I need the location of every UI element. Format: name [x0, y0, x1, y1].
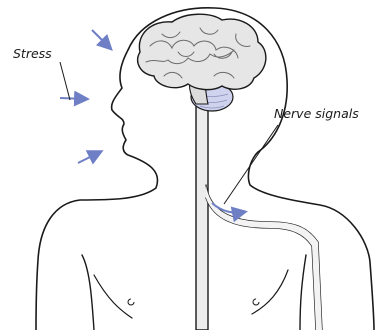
chest-contour-right — [252, 270, 288, 314]
nerve-signals-label: Nerve signals — [274, 106, 359, 121]
stress-label: Stress — [13, 46, 52, 61]
peripheral-nerve-outer — [206, 185, 322, 330]
peripheral-nerve-fill — [206, 185, 322, 330]
stress-arrow-top — [92, 30, 110, 48]
nipple-right — [253, 299, 259, 305]
torso-left-contour — [82, 255, 94, 330]
chest-contour-left — [94, 275, 132, 318]
spinal-cord — [196, 98, 208, 330]
brain — [138, 14, 266, 89]
arm-contour — [300, 255, 306, 330]
nipple-left — [128, 299, 134, 305]
nerve-signals-leader-line — [224, 125, 278, 204]
stress-arrow-bottom — [78, 152, 100, 163]
stress-arrow-middle — [60, 98, 86, 99]
stress-leader-line — [60, 62, 70, 100]
